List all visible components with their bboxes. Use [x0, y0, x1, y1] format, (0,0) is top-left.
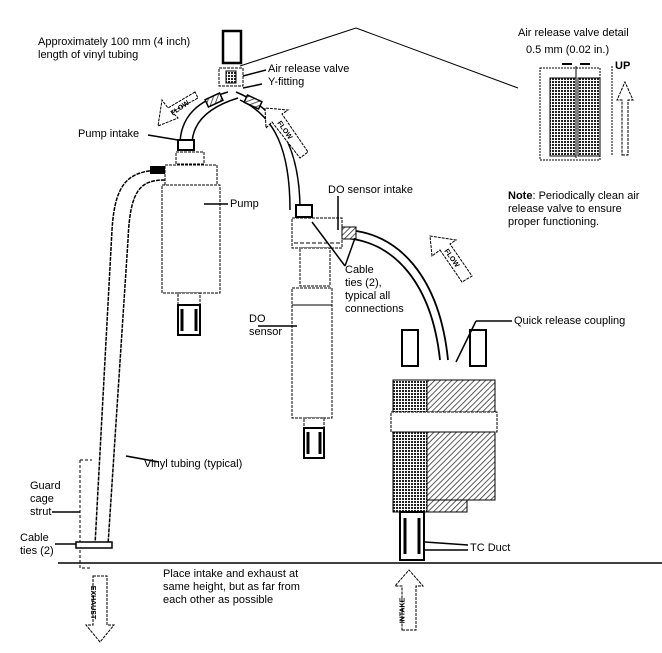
- do-sensor: [291, 204, 343, 459]
- cable-ties-bottom: [75, 541, 113, 549]
- air-release-valve-label: Air release valve: [268, 63, 350, 75]
- placement-note: Place intake and exhaust at same height,…: [163, 568, 300, 606]
- cable-ties-label: Cable ties (2): [20, 532, 54, 557]
- intake-label: INTAKE: [399, 597, 407, 624]
- leader-lines: [52, 69, 512, 551]
- exhaust-tubing: [94, 169, 166, 546]
- y-fitting-tubes: [179, 91, 301, 211]
- do-sensor-label: DO sensor: [249, 313, 283, 338]
- flow-arrow-right: [264, 107, 309, 159]
- vinyl-tubing-label: Vinyl tubing (typical): [144, 458, 243, 470]
- air-release-valve: [218, 67, 244, 87]
- do-sensor-intake-label: DO sensor intake: [328, 184, 413, 196]
- detail-callout-lines: [239, 27, 519, 89]
- flow-arrow-left: [157, 91, 199, 127]
- exhaust-label: EXHAUST: [89, 585, 97, 620]
- do-intake-fitting: [341, 226, 357, 240]
- detail-title: Air release valve detail: [518, 27, 629, 39]
- sonde: [390, 329, 498, 561]
- pump-intake-label: Pump intake: [78, 128, 140, 140]
- flow-arrow-sonde: [429, 235, 473, 283]
- guard-cage-strut: [79, 459, 92, 569]
- detail-note: Note: Periodically clean air release val…: [508, 190, 639, 229]
- y-fitting-label: Y-fitting: [268, 76, 305, 88]
- top-vinyl-tube: [221, 29, 243, 65]
- note-body: : Periodically clean air release valve t…: [508, 190, 640, 228]
- air-release-valve-detail: [539, 63, 634, 161]
- detail-gap-label: 0.5 mm (0.02 in.): [526, 44, 610, 56]
- note-heading: Note: [508, 190, 533, 202]
- intake-arrow: [393, 569, 425, 631]
- tc-duct-label: TC Duct: [470, 542, 511, 554]
- pump: [161, 139, 221, 336]
- quick-release-coupling-label: Quick release coupling: [514, 315, 626, 327]
- tube-clamp: [150, 166, 165, 174]
- do-to-sonde-tubing: [341, 229, 449, 361]
- cable-ties-typical-label: Cable ties (2), typical all connections: [345, 264, 404, 315]
- up-label: UP: [615, 60, 631, 72]
- vinyl-length-label: Approximately 100 mm (4 inch) length of …: [38, 36, 191, 61]
- exhaust-arrow: [84, 575, 116, 643]
- guard-cage-strut-label: Guard cage strut: [30, 480, 61, 518]
- pump-label: Pump: [230, 198, 259, 210]
